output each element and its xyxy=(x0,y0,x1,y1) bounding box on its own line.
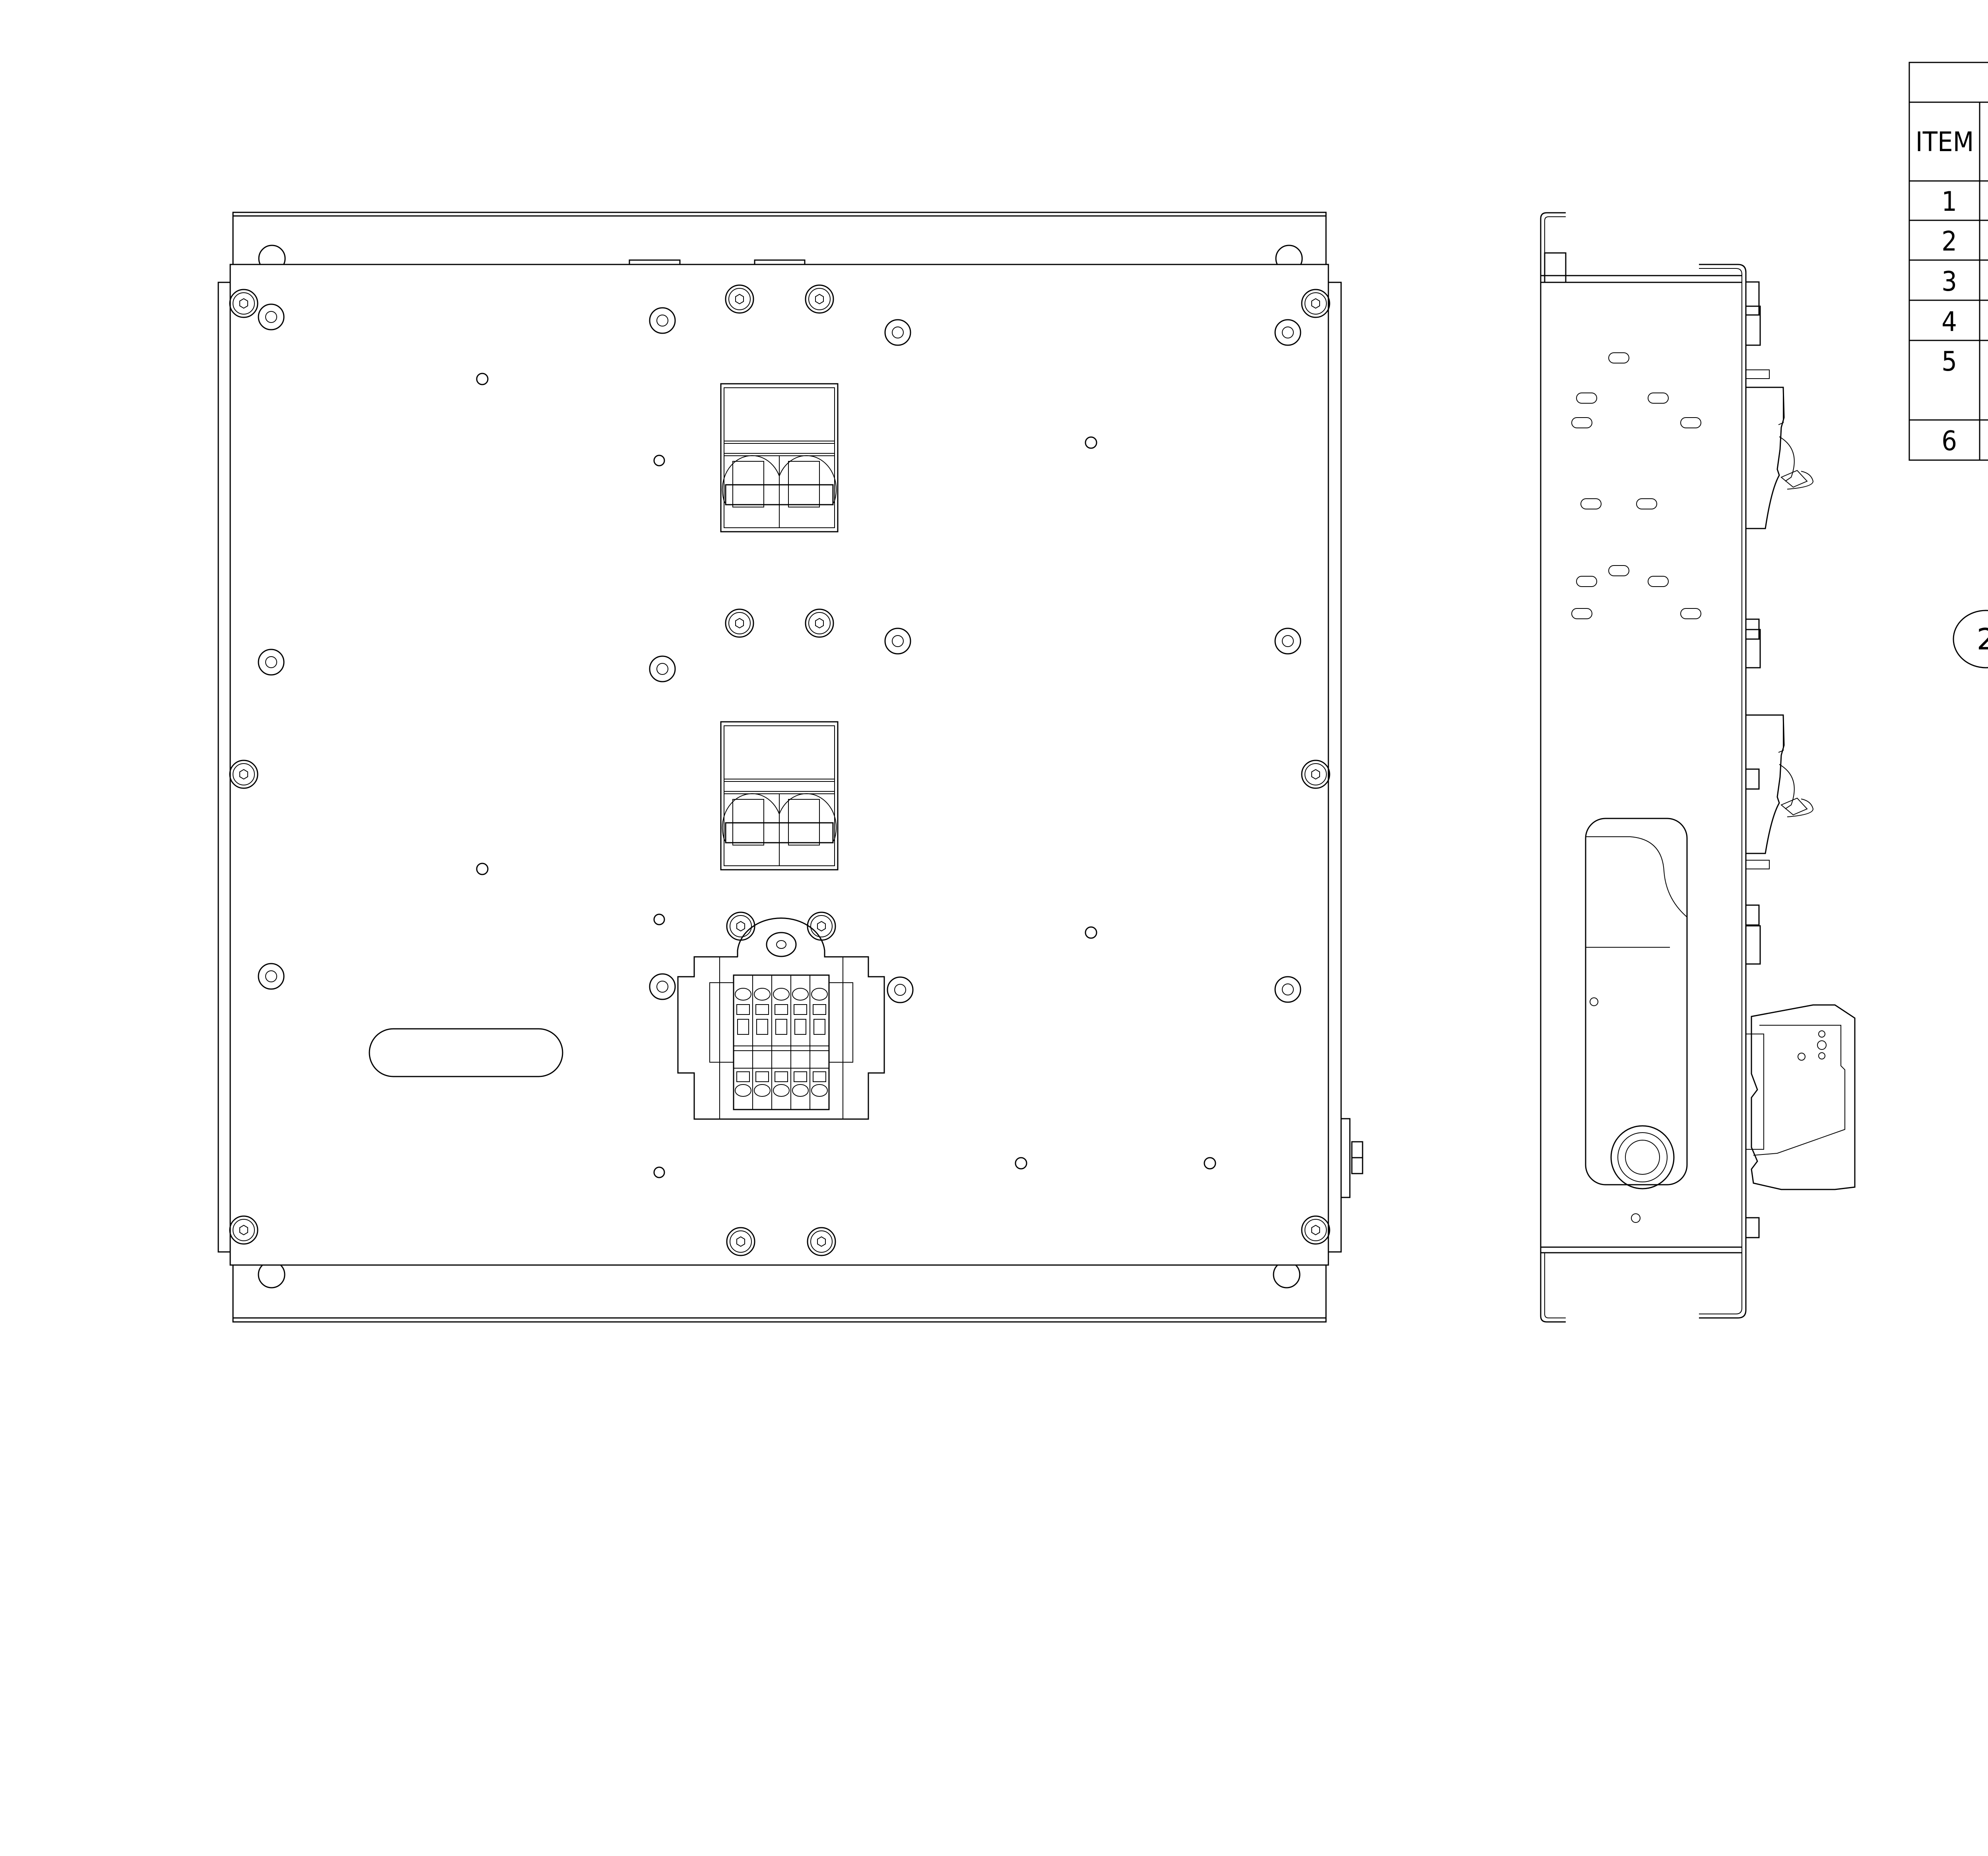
table-row: 3 1 901-020 Bottom plate assembly NLC xyxy=(1941,266,1957,297)
circuit-breaker-side-1 xyxy=(1745,369,1814,529)
screw-icon xyxy=(229,1215,258,1245)
small-hole-group xyxy=(476,373,1216,1178)
cell-item: 1 xyxy=(1941,186,1957,218)
cell-item: 2 xyxy=(1941,226,1957,257)
top-plate xyxy=(229,264,1329,1266)
side-bolt-group xyxy=(1745,281,1761,1238)
circuit-breaker-front-2 xyxy=(720,721,839,871)
screw-icon xyxy=(1301,760,1330,789)
table-row: 1 1 600-917 QUINT-PS/ 1VAC/24VDC/10 xyxy=(1941,186,1957,218)
circuit-breaker-front-1 xyxy=(720,383,839,533)
side-view xyxy=(1540,212,1856,1323)
table-row: 6 1 600-927 Automatsikring 20A xyxy=(1941,426,1957,457)
table-row: 2 1 901-023 Top Plate for NLC xyxy=(1941,226,1957,257)
balloon-group: 1 2 3 4 5 6 xyxy=(1953,610,1988,720)
washer-group xyxy=(258,303,1301,1003)
screw-icon xyxy=(725,608,754,638)
side-slot-group xyxy=(1571,352,1701,619)
screw-icon xyxy=(805,284,834,314)
cell-item: 6 xyxy=(1941,426,1957,457)
cell-item: 5 xyxy=(1941,346,1957,377)
screw-icon xyxy=(805,608,834,638)
circuit-breaker-side-2 xyxy=(1745,714,1814,869)
screw-icon xyxy=(807,911,836,941)
cable-gland-icon xyxy=(1610,1125,1675,1189)
screw-icon xyxy=(229,289,258,318)
terminal-block-front xyxy=(677,917,885,1120)
side-bolt-plate xyxy=(1340,1118,1351,1198)
balloon-2[interactable]: 2 xyxy=(1953,610,1988,720)
screw-icon xyxy=(1301,289,1330,318)
screw-group xyxy=(229,284,1330,1256)
parts-list-table: PARTS LIST ITEM QTY PART NUMBER DESCRIPT… xyxy=(1908,62,1988,461)
cell-item: 3 xyxy=(1941,266,1957,297)
balloon-label: 2 xyxy=(1976,622,1988,657)
table-row: 5 1 600-918 QUINT -PS/24VDC/24VDC/10 xyxy=(1941,346,1957,377)
cable-slot xyxy=(369,1028,563,1077)
screw-icon xyxy=(229,760,258,789)
cell-item: 4 xyxy=(1941,306,1957,338)
front-view xyxy=(217,212,1363,1323)
terminal-block-side xyxy=(1745,1004,1856,1190)
side-window xyxy=(1585,818,1688,1186)
screw-icon xyxy=(725,284,754,314)
column-header-item: ITEM xyxy=(1916,126,1974,158)
screw-icon xyxy=(1301,1215,1330,1245)
table-row: 4 1 600-928 Automatsikring 6A xyxy=(1941,306,1957,338)
terminal-strip xyxy=(733,974,830,1110)
screw-icon xyxy=(807,1227,836,1256)
screw-icon xyxy=(726,1227,755,1256)
